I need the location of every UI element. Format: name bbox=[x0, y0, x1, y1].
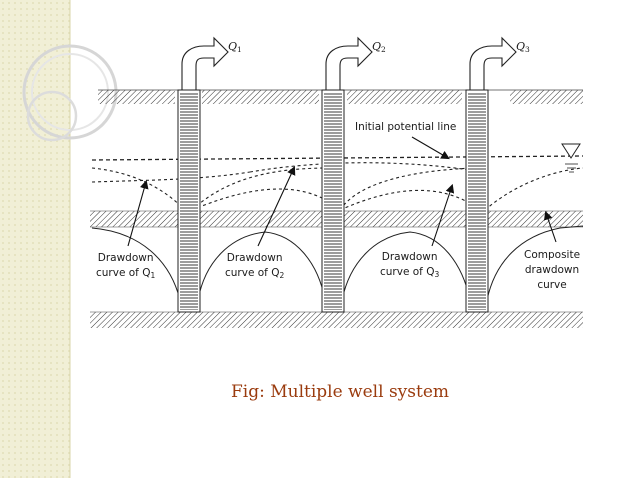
discharge-arrow-1-icon bbox=[181, 36, 229, 91]
ground-surface bbox=[98, 89, 583, 104]
decor-ring-small bbox=[26, 90, 78, 142]
leader-arrows bbox=[127, 136, 557, 247]
sidebar-decoration bbox=[0, 0, 118, 478]
composite-drawdown-label: Composite drawdown curve bbox=[524, 249, 581, 291]
well-label-q1: Q1 bbox=[228, 40, 242, 54]
discharge-arrow-2-icon bbox=[325, 36, 373, 91]
initial-potential-line-label: Initial potential line bbox=[355, 121, 457, 133]
drawdown-q1-label: Drawdown curve of Q1 bbox=[96, 252, 156, 280]
drawdown-dotted-curves bbox=[91, 162, 584, 211]
well-label-q2: Q2 bbox=[372, 40, 386, 54]
discharge-arrow-3-icon bbox=[469, 36, 517, 91]
well-label-q3: Q3 bbox=[516, 40, 530, 54]
well-3 bbox=[465, 89, 489, 313]
impermeable-base bbox=[90, 312, 583, 328]
well-2 bbox=[321, 89, 345, 313]
water-table-marker-icon bbox=[561, 143, 581, 159]
drawdown-q3-label: Drawdown curve of Q3 bbox=[380, 251, 440, 279]
drawdown-q2-label: Drawdown curve of Q2 bbox=[225, 252, 285, 280]
well-1 bbox=[177, 89, 201, 313]
figure-caption: Fig: Multiple well system bbox=[230, 382, 450, 402]
right-crop-edge bbox=[583, 0, 638, 478]
